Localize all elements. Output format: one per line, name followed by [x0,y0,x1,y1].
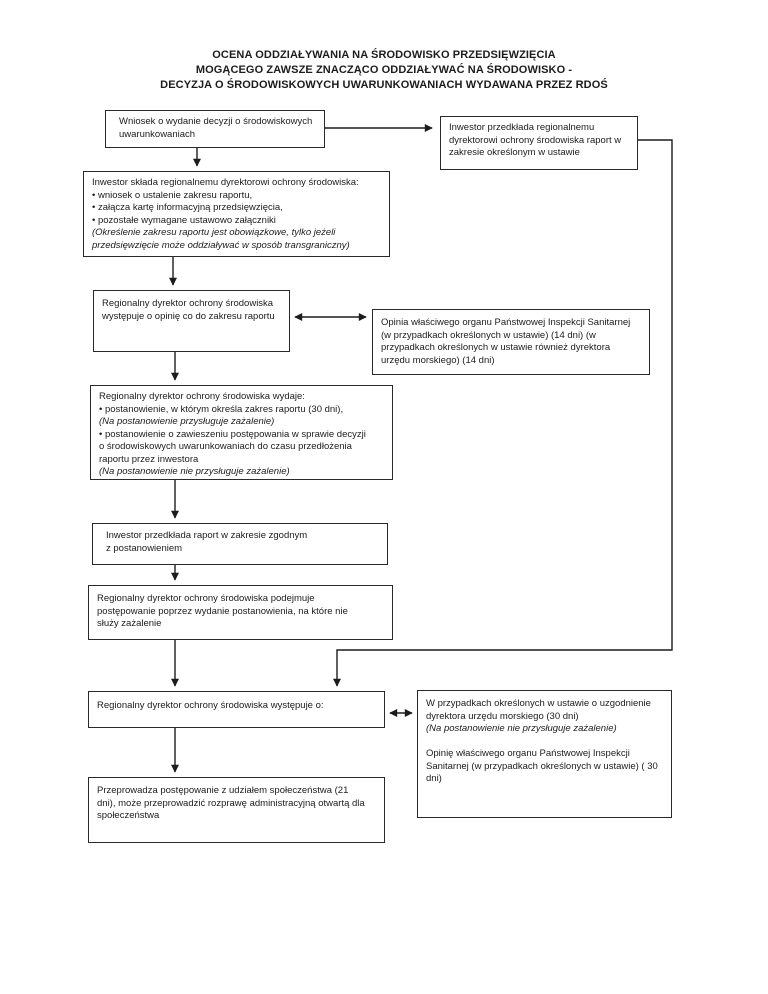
text-line: dyrektorowi ochrony środowiska raport w [449,134,622,146]
text-line: • pozostałe wymagane ustawowo załączniki [92,214,276,226]
text-line: uwarunkowaniach [119,128,196,140]
text-line: • postanowienie, w którym określa zakres… [99,403,344,415]
text-line: (Na postanowienie przysługuje zażalenie) [99,416,275,427]
text-line: Regionalny dyrektor ochrony środowiska p… [97,593,315,604]
text-line: • wniosek o ustalenie zakresu raportu, [92,189,253,201]
text-line: • załącza kartę informacyjną przedsięwzi… [92,202,283,213]
text-line: urzędu morskiego) (14 dni) [381,354,495,366]
text-line: dni), może przeprowadzić rozprawę admini… [97,797,365,809]
text-line: W przypadkach określonych w ustawie o uz… [426,698,651,709]
text-line: zakresie określonym w ustawie [449,147,580,158]
text-line: o środowiskowych uwarunkowaniach do czas… [99,441,352,452]
text-line: przedsięwzięcie może oddziaływać w sposó… [92,239,350,251]
box-inwestor-sklada: Inwestor składa regionalnemu dyrektorowi… [83,171,390,257]
text-line: przypadkach określonych w ustawie równie… [381,342,611,353]
text-line: Opinię właściwego organu Państwowej Insp… [426,748,630,759]
text-line: • postanowienie o zawieszeniu postępowan… [99,428,366,440]
text-line: Inwestor przedkłada raport w zakresie zg… [106,530,308,541]
text-line: dni) [426,773,442,784]
box-rdos-wystepuje-o: Regionalny dyrektor ochrony środowiska w… [88,691,385,728]
text-line: (w przypadkach określonych w ustawie) (1… [381,329,596,341]
text-line: Regionalny dyrektor ochrony środowiska w… [99,391,305,402]
text-line: Regionalny dyrektor ochrony środowiska [102,298,274,309]
box-uzgodnienie-i-opinia: W przypadkach określonych w ustawie o uz… [417,690,672,818]
connector-raport-to-wystepuje-elbow [333,139,673,687]
text-line: Wniosek o wydanie decyzji o środowiskowy… [119,116,313,127]
text-line: Sanitarnej (w przypadkach określonych w … [426,760,658,772]
box-inwestor-przedklada-raport-postanowienie: Inwestor przedkłada raport w zakresie zg… [92,523,388,565]
box-opinia-inspekcji-sanitarnej: Opinia właściwego organu Państwowej Insp… [372,309,650,375]
box-wystepuje-o-opinie: Regionalny dyrektor ochrony środowiska w… [93,290,290,352]
box-rdos-wydaje-postanowienia: Regionalny dyrektor ochrony środowiska w… [90,385,393,480]
text-line: służy zażalenie [97,618,162,629]
title-line: MOGĄCEGO ZAWSZE ZNACZĄCO ODDZIAŁYWAĆ NA … [195,64,573,76]
text-line: społeczeństwa [97,810,160,821]
text-line: raportu przez inwestora [99,453,199,465]
text-line: z postanowieniem [106,542,183,554]
title-line: DECYZJA O ŚRODOWISKOWYCH UWARUNKOWANIACH… [160,79,608,91]
text-line: występuje o opinię co do zakresu raportu [102,310,275,322]
text-line [426,736,663,749]
box-przeprowadza-postepowanie: Przeprowadza postępowanie z udziałem spo… [88,777,385,843]
text-line: Przeprowadza postępowanie z udziałem spo… [97,785,349,796]
box-rdos-podejmuje-postepowanie: Regionalny dyrektor ochrony środowiska p… [88,585,393,640]
text-line: Opinia właściwego organu Państwowej Insp… [381,317,631,328]
text-line: (Określenie zakresu raportu jest obowiąz… [92,227,336,238]
box-wniosek: Wniosek o wydanie decyzji o środowiskowy… [105,110,325,148]
text-line: postępowanie poprzez wydanie postanowien… [97,605,348,617]
text-line: Inwestor składa regionalnemu dyrektorowi… [92,177,359,188]
box-inwestor-przedklada-raport-ustawa: Inwestor przedkłada regionalnemu dyrekto… [440,116,638,170]
text-line: Inwestor przedkłada regionalnemu [449,122,595,133]
page-title: OCENA ODDZIAŁYWANIA NA ŚRODOWISKO PRZEDS… [0,48,768,93]
text-line: dyrektora urzędu morskiego (30 dni) [426,710,579,722]
text-line: (Na postanowienie nie przysługuje zażale… [426,723,617,734]
text-line: Regionalny dyrektor ochrony środowiska w… [97,700,324,711]
text-line: (Na postanowienie nie przysługuje zażale… [99,466,290,477]
title-line: OCENA ODDZIAŁYWANIA NA ŚRODOWISKO PRZEDS… [212,49,556,61]
